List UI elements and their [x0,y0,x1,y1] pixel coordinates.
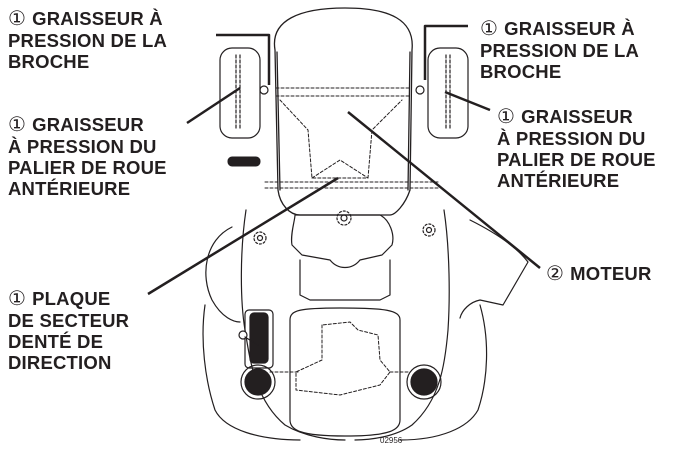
front-axle [264,87,441,189]
leader-lines [147,24,541,296]
callout-number: ① [8,114,27,136]
callout-number: ① [497,106,516,128]
leader-spindle-right [423,24,468,80]
rear-body [202,209,529,441]
callout-number: ① [480,18,499,40]
leader-spindle-left [216,33,271,85]
leader-wheel-left [186,86,241,125]
callout-number: ① [8,8,27,30]
rear-deck [238,307,442,437]
callout-number: ① [8,288,27,310]
front-wheel-left [219,47,269,139]
seat-area [253,210,436,301]
leader-steering-sector [147,176,339,296]
hood [273,7,413,216]
leader-engine [347,111,541,269]
figure-number: 02956 [380,436,403,445]
callout-number: ② [546,263,565,285]
leader-wheel-right [444,90,491,112]
throttle-lever [227,156,261,167]
